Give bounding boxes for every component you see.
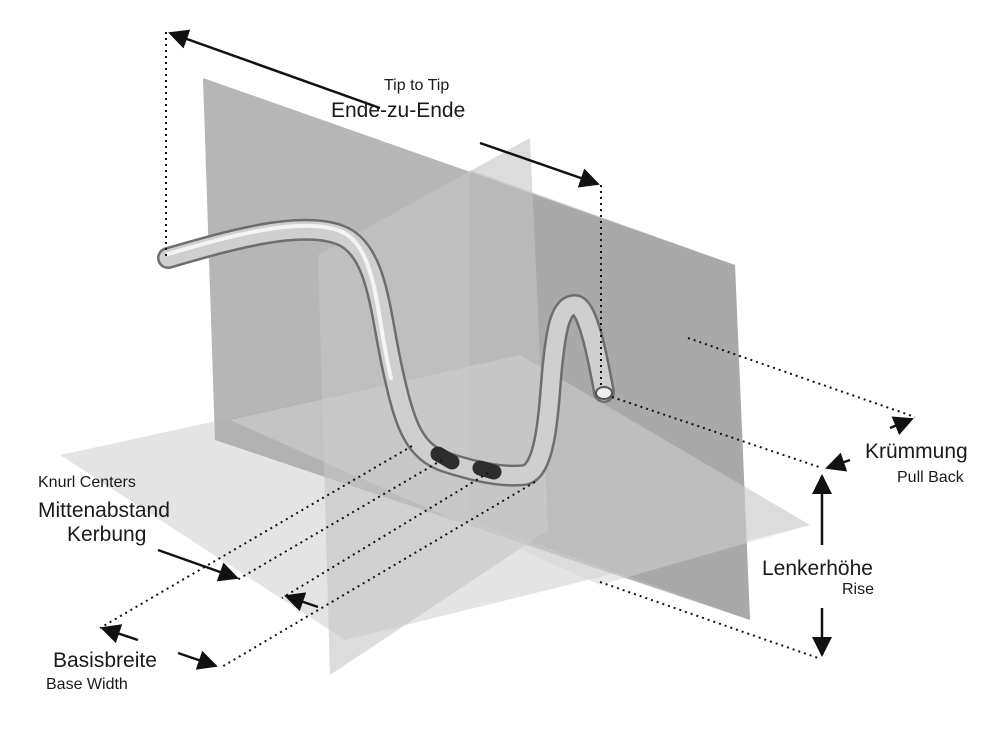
- tip-to-tip-label-de: Ende-zu-Ende: [331, 99, 466, 122]
- base-width-arrow-right: [177, 650, 218, 670]
- pull-back-arrow: [825, 452, 851, 472]
- knurl-arrow-left: [157, 548, 239, 582]
- tip-to-tip-arrow: [168, 29, 381, 110]
- knurl-centers-label-de-line1: Mittenabstand: [38, 499, 170, 522]
- knurl-mark-right: [472, 460, 502, 480]
- pull-back-extension-plane: [687, 337, 916, 418]
- pull-back-label-en: Pull Back: [897, 469, 964, 486]
- handlebar-highlight: [166, 223, 393, 380]
- base-width-label-en: Base Width: [46, 676, 128, 693]
- pull-back-extension-tip: [611, 396, 823, 469]
- pull-back-arrow-top: [889, 416, 914, 436]
- base-width-extension-left: [99, 445, 413, 629]
- rise-label-en: Rise: [842, 581, 875, 598]
- bar-end: [595, 386, 613, 400]
- pull-back-label-de: Krümmung: [865, 440, 968, 463]
- knurl-centers-label-de-line2: Kerbung: [67, 523, 147, 546]
- base-width-label-de: Basisbreite: [53, 649, 157, 672]
- base-width-arrow-left: [100, 624, 139, 644]
- base-width-extension-right: [219, 481, 536, 669]
- rise-label-de: Lenkerhöhe: [762, 557, 873, 580]
- tip-to-tip-label-en: Tip to Tip: [384, 77, 450, 94]
- knurl-extension-right: [281, 472, 489, 599]
- knurl-centers-label-en: Knurl Centers: [38, 474, 136, 491]
- knurl-arrow-right: [284, 592, 319, 612]
- rise-extension-bottom: [599, 581, 819, 659]
- knurl-mark-left: [430, 446, 460, 470]
- tip-to-tip-arrow-right: [479, 141, 600, 188]
